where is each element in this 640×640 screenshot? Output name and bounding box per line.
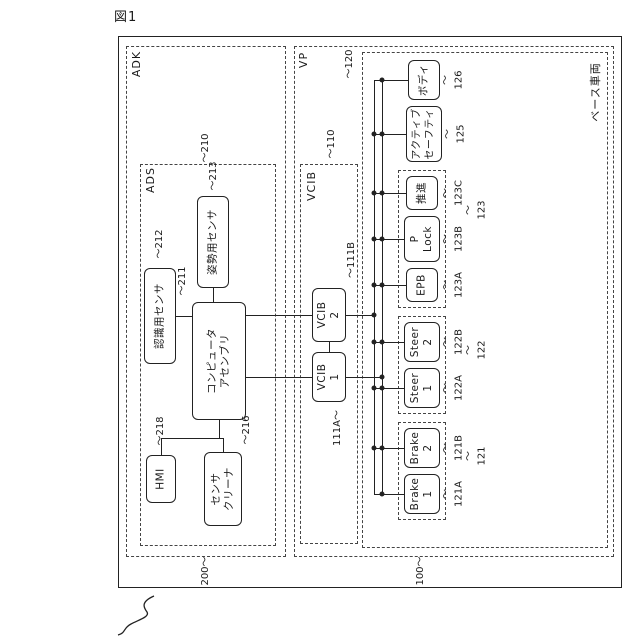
computer-assembly-label: コンピュータ アセンブリ: [205, 328, 231, 394]
junction-dot: [379, 282, 385, 288]
connector-line: [223, 438, 224, 452]
branch-line: [374, 388, 404, 389]
junction-dot: [371, 312, 377, 318]
recognition-sensor-label: 認識用センサ: [153, 283, 166, 349]
junction-dot: [379, 236, 385, 242]
junction-dot: [379, 374, 385, 380]
branch-line: [374, 134, 406, 135]
node-p-lock: P Lock: [404, 216, 440, 262]
vcib1-label: VCIB 1: [315, 363, 341, 391]
node-propulsion: 推進: [406, 176, 438, 210]
branch-line: [374, 193, 406, 194]
node-recognition-sensor: 認識用センサ: [144, 268, 176, 364]
node-vcib2: VCIB 2: [312, 288, 346, 342]
connector-line: [161, 438, 223, 439]
junction-dot: [371, 190, 377, 196]
branch-line: [374, 494, 404, 495]
sensor-cleaner-label: センサ クリーナ: [209, 467, 235, 511]
brake1-label: Brake 1: [408, 477, 434, 511]
branch-line: [374, 285, 406, 286]
branch-line: [374, 342, 404, 343]
node-brake1: Brake 1: [404, 474, 440, 514]
node-active-safety: アクティブ セーフティ: [406, 106, 442, 162]
junction-dot: [371, 282, 377, 288]
body-label: ボディ: [417, 63, 430, 97]
node-steer2: Steer 2: [404, 322, 440, 362]
connector-line: [346, 377, 382, 378]
branch-line: [374, 80, 408, 81]
vp-box: [294, 46, 614, 557]
posture-sensor-label: 姿勢用センサ: [206, 209, 219, 275]
steer1-label: Steer 1: [408, 372, 434, 404]
node-epb: EPB: [406, 268, 438, 302]
epb-label: EPB: [415, 274, 428, 296]
junction-dot: [379, 491, 385, 497]
base-vehicle-box: [362, 52, 608, 548]
figure-frame: [118, 36, 622, 588]
node-steer1: Steer 1: [404, 368, 440, 408]
group-122-box: [398, 316, 446, 414]
junction-dot: [371, 131, 377, 137]
adk-box: [126, 46, 286, 557]
propulsion-label: 推進: [415, 182, 428, 204]
vcib-box: [300, 164, 358, 544]
steer2-label: Steer 2: [408, 326, 434, 358]
node-vcib1: VCIB 1: [312, 352, 346, 402]
connector-line: [246, 315, 312, 316]
node-posture-sensor: 姿勢用センサ: [197, 196, 229, 288]
junction-dot: [379, 131, 385, 137]
group-121-box: [398, 422, 446, 520]
ads-box: [140, 164, 276, 546]
node-hmi: HMI: [146, 455, 176, 503]
junction-dot: [379, 77, 385, 83]
node-brake2: Brake 2: [404, 428, 440, 468]
branch-line: [374, 448, 404, 449]
connector-line: [246, 377, 312, 378]
connector-line: [346, 315, 374, 316]
junction-dot: [379, 385, 385, 391]
connector-line: [213, 288, 214, 302]
vcib2-label: VCIB 2: [315, 301, 341, 329]
node-computer-assembly: コンピュータ アセンブリ: [192, 302, 246, 420]
junction-dot: [379, 445, 385, 451]
junction-dot: [371, 445, 377, 451]
connector-line: [176, 316, 192, 317]
squiggle-arrow-icon: [117, 595, 155, 636]
junction-dot: [379, 339, 385, 345]
hmi-label: HMI: [154, 468, 167, 490]
junction-dot: [371, 236, 377, 242]
node-sensor-cleaner: センサ クリーナ: [204, 452, 242, 526]
connector-line: [329, 342, 330, 352]
figure-title: 図1: [114, 10, 138, 25]
p-lock-label: P Lock: [408, 226, 434, 252]
branch-line: [374, 239, 404, 240]
junction-dot: [379, 190, 385, 196]
connector-line: [161, 438, 162, 455]
junction-dot: [371, 385, 377, 391]
connector-line: [219, 420, 220, 438]
junction-dot: [371, 339, 377, 345]
brake2-label: Brake 2: [408, 431, 434, 465]
active-safety-label: アクティブ セーフティ: [411, 108, 436, 160]
node-body: ボディ: [408, 60, 440, 100]
